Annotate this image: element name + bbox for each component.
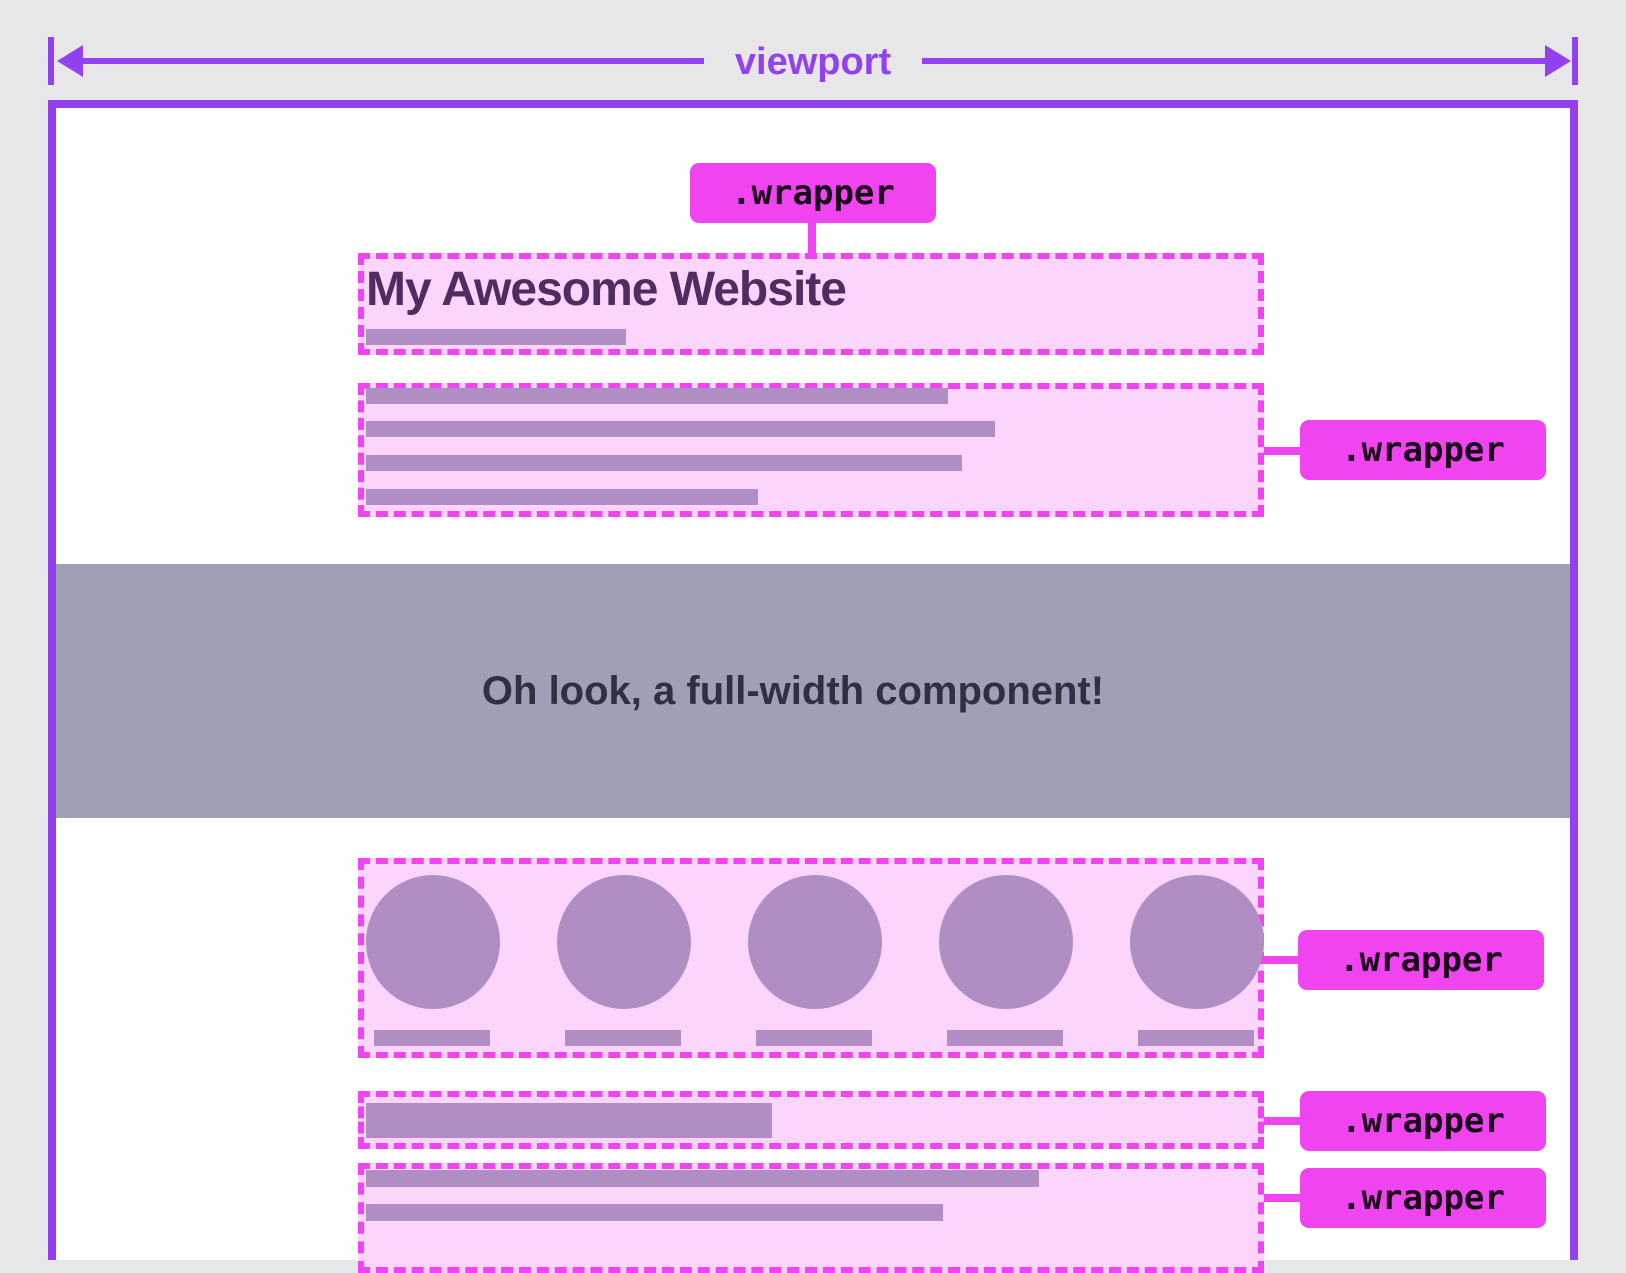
caption-placeholder-1: [374, 1030, 490, 1046]
wrapper-tag-text: .wrapper: [1300, 420, 1546, 480]
button-placeholder: [366, 1103, 772, 1138]
wrapper-tag-single-bar: .wrapper: [1300, 1091, 1546, 1151]
subtitle-placeholder: [366, 329, 626, 345]
caption-placeholder-2: [565, 1030, 681, 1046]
viewport-left-tick: [48, 37, 54, 85]
text-line-1: [366, 388, 948, 404]
single-bar-tag-connector: [1264, 1117, 1300, 1125]
viewport-line-right: [922, 58, 1556, 64]
avatar-placeholder-1: [366, 875, 500, 1009]
text-line-2: [366, 421, 995, 437]
site-title: My Awesome Website: [366, 263, 847, 316]
text-line-3: [366, 455, 962, 471]
bottom-line-2: [366, 1204, 943, 1221]
avatar-placeholder-4: [939, 875, 1073, 1009]
arrow-right-icon: [1545, 45, 1571, 77]
wrapper-tag-bottom: .wrapper: [1300, 1168, 1546, 1228]
full-width-label: Oh look, a full-width component!: [481, 669, 1105, 713]
text-tag-connector: [1264, 447, 1300, 455]
viewport-line-left: [70, 58, 704, 64]
header-tag-connector: [808, 220, 816, 255]
wrapper-tag-circles: .wrapper: [1298, 930, 1544, 990]
full-width-text: Oh look, a full-width component!: [56, 564, 1570, 818]
circles-tag-connector: [1264, 956, 1298, 964]
wrapper-tag-header: .wrapper: [690, 163, 936, 223]
full-width-component: [56, 564, 1570, 818]
avatar-placeholder-5: [1130, 875, 1264, 1009]
viewport-label: viewport: [734, 41, 892, 83]
avatar-placeholder-2: [557, 875, 691, 1009]
viewport-right-tick: [1572, 37, 1578, 85]
avatar-placeholder-3: [748, 875, 882, 1009]
bottom-line-1: [366, 1170, 1039, 1187]
caption-placeholder-3: [756, 1030, 872, 1046]
bottom-tag-connector: [1264, 1194, 1300, 1202]
caption-placeholder-4: [947, 1030, 1063, 1046]
caption-placeholder-5: [1138, 1030, 1254, 1046]
arrow-left-icon: [57, 45, 83, 77]
text-line-4: [366, 489, 758, 505]
